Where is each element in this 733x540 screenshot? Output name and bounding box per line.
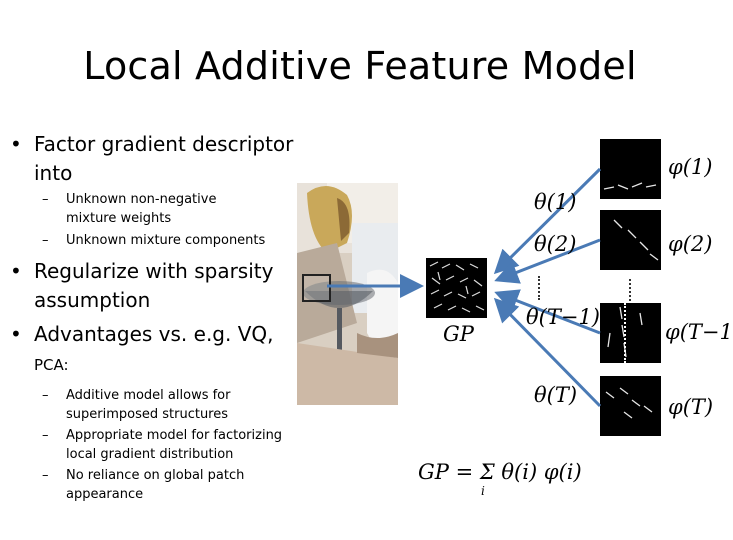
- equation-rhs: Σ θ(i) φ(i): [479, 460, 582, 484]
- slide-title: Local Additive Feature Model: [83, 44, 637, 88]
- bullet-list: • Factor gradient descriptor into – Unkn…: [6, 130, 296, 504]
- arrow-component-1: [493, 167, 602, 275]
- sub-glyph: –: [42, 468, 49, 483]
- weight-label-t-minus-1: θ(T−1): [526, 305, 600, 329]
- component-image-1: [600, 139, 661, 199]
- wine-glass-photo-art: [297, 183, 398, 405]
- component-label-t: φ(T): [668, 395, 714, 419]
- equation-sum-index: i: [481, 484, 485, 498]
- gradient-patch-image: [426, 258, 487, 318]
- bullet-text-cont: assumption: [34, 288, 151, 312]
- component-image-2: [600, 210, 661, 270]
- sub-glyph: –: [42, 388, 49, 403]
- bullet-text: Factor gradient descriptor: [34, 132, 294, 156]
- bullet-text: Advantages vs. e.g. VQ,: [34, 322, 274, 346]
- sub-glyph: –: [42, 233, 49, 248]
- bullet-text-cont: into: [34, 161, 73, 185]
- equation-equals: =: [455, 460, 474, 484]
- sub-bullet-weights: – Unknown non-negative mixture weights: [6, 190, 266, 228]
- weight-label-t: θ(T): [534, 383, 578, 407]
- sub-bullet-components: – Unknown mixture components: [6, 231, 296, 250]
- bullet-glyph: •: [10, 322, 22, 346]
- sub-bullet-text: Appropriate model for factorizing local …: [66, 428, 283, 462]
- sub-bullet-factorizing: – Appropriate model for factorizing loca…: [6, 426, 296, 464]
- bullet-glyph: •: [10, 132, 22, 156]
- wine-glass-photo: [297, 183, 398, 405]
- equation: GP = Σ θ(i) φ(i): [418, 460, 582, 484]
- weight-label-1: θ(1): [534, 190, 577, 214]
- gradient-patch-art: [429, 261, 485, 313]
- bullet-text: Regularize with sparsity: [34, 259, 274, 283]
- component-image-t: [600, 376, 661, 436]
- sub-bullet-text: Additive model allows for superimposed s…: [66, 388, 231, 422]
- component-art-1: [603, 182, 657, 190]
- sub-bullet-additive: – Additive model allows for superimposed…: [6, 386, 296, 424]
- dotted-guide: [624, 303, 626, 363]
- component-label-2: φ(2): [668, 232, 713, 256]
- component-art-t-minus-1: [607, 306, 643, 358]
- bullet-advantages: • Advantages vs. e.g. VQ, PCA:: [6, 320, 296, 380]
- bullet-text-cont: PCA:: [34, 356, 69, 374]
- ellipsis-dots: [538, 276, 540, 300]
- bullet-factor: • Factor gradient descriptor into: [6, 130, 296, 188]
- sub-bullet-text: Unknown mixture components: [66, 233, 266, 248]
- component-image-t-minus-1: [600, 303, 661, 363]
- bullet-glyph: •: [10, 259, 22, 283]
- sub-bullet-text: Unknown non-negative mixture weights: [66, 192, 217, 226]
- component-label-1: φ(1): [668, 155, 713, 179]
- sub-bullet-global: – No reliance on global patch appearance: [6, 466, 276, 504]
- equation-lhs: GP: [418, 460, 449, 484]
- gp-label: GP: [443, 322, 474, 346]
- bullet-sparsity: • Regularize with sparsity assumption: [6, 257, 296, 315]
- component-art-t: [605, 387, 653, 419]
- weight-label-2: θ(2): [534, 232, 577, 256]
- ellipsis-dots: [629, 279, 631, 301]
- sub-bullet-text: No reliance on global patch appearance: [66, 468, 245, 502]
- component-label-t-minus-1: φ(T−1: [665, 320, 733, 344]
- sub-glyph: –: [42, 192, 49, 207]
- sub-glyph: –: [42, 428, 49, 443]
- patch-highlight: [302, 274, 331, 302]
- component-art-2: [613, 219, 659, 261]
